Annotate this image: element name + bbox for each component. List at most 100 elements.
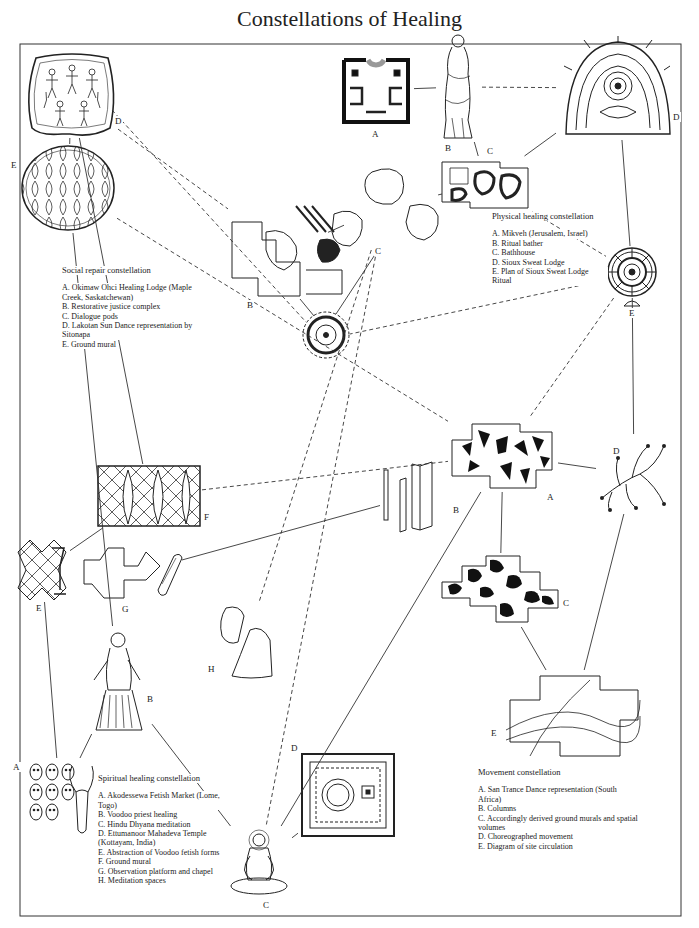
callout-letter: E <box>35 603 43 613</box>
connector-line <box>474 142 478 156</box>
list-item: G. Observation platform and chapel <box>98 867 213 876</box>
illustration-node: B <box>438 34 480 140</box>
callout-letter: B <box>146 694 154 704</box>
callout-letter: G <box>121 604 130 614</box>
observation-platform-plan <box>84 548 182 598</box>
callout-letter: A <box>546 492 555 502</box>
connector-line <box>632 298 633 434</box>
connector-line <box>70 528 103 551</box>
callout-letter: D <box>672 112 681 122</box>
callout-letter: B <box>452 505 460 515</box>
list-item: A. Okimaw Ohci Healing Lodge (Maple Cree… <box>62 283 204 302</box>
list-item: F. Ground mural <box>98 857 151 866</box>
illustration-node: G <box>82 545 180 603</box>
group-heading: Spiritual healing constellation <box>98 774 200 783</box>
callout-letter: E <box>628 308 636 318</box>
list-item: C. Hindu Dhyana meditation <box>98 820 190 829</box>
list-item: C. Bathhouse <box>492 248 535 257</box>
connector-line <box>501 492 502 553</box>
meditating-figure <box>231 830 287 894</box>
connector-line <box>482 87 556 88</box>
group-heading: Movement constellation <box>478 768 560 777</box>
columns <box>384 462 432 532</box>
list-item: B. Ritual bather <box>492 239 543 248</box>
dialogue-pods <box>332 169 438 246</box>
connector-line <box>292 833 298 838</box>
illustration-node: H <box>218 605 274 681</box>
illustration-node: B <box>230 205 342 297</box>
constellation-key: Spiritual healing constellation A. Akodes… <box>98 774 226 885</box>
fetish-abstraction <box>18 540 66 600</box>
list-item: B. Restorative justice complex <box>62 302 160 311</box>
callout-letter: C <box>486 146 494 156</box>
callout-letter: C <box>562 598 570 608</box>
connector-line <box>80 734 92 758</box>
list-item: C. Accordingly derived ground murals and… <box>478 814 638 833</box>
list-item: A. San Trance Dance representation (Sout… <box>478 785 638 804</box>
illustration-node: D <box>300 752 396 838</box>
list-item: E. Plan of Sioux Sweat Lodge Ritual <box>492 267 608 286</box>
callout-letter: C <box>262 900 270 910</box>
list-item: B. Columns <box>478 804 516 813</box>
illustration-node: C <box>440 158 532 210</box>
group-heading: Physical healing constellation <box>492 212 594 221</box>
connector-line <box>117 218 448 421</box>
callout-letter: D <box>290 743 299 753</box>
illustration-node: B <box>86 628 150 732</box>
connector-line <box>622 140 630 246</box>
callout-letter: B <box>246 300 254 310</box>
list-item: C. Dialogue pods <box>62 312 118 321</box>
trance-dance-plan <box>452 424 552 488</box>
callout-letter: E <box>490 728 498 738</box>
connector-line <box>259 250 372 603</box>
fetish-market-skulls <box>30 764 93 833</box>
bathhouse-plan <box>442 162 528 208</box>
connector-line <box>521 627 546 670</box>
illustration-node: A <box>340 55 412 125</box>
callout-letter: A <box>371 129 380 139</box>
illustration-node: E <box>22 146 115 231</box>
callout-letter: F <box>203 512 210 522</box>
choreography-figure <box>600 444 666 512</box>
list-item: A. Akodessewa Fetish Market (Lome, Togo) <box>98 791 226 810</box>
connector-line <box>584 514 624 670</box>
sun-dance-mural <box>29 54 114 135</box>
frame <box>20 44 681 916</box>
illustration-node: E <box>608 248 656 296</box>
connector-line <box>118 129 228 209</box>
oval-mural <box>22 146 114 230</box>
list-item: A. Mikveh (Jerusalem, Israel) <box>492 229 588 238</box>
callout-letter: D <box>114 116 123 126</box>
illustration-node: A <box>450 420 556 490</box>
callout-letter: C <box>374 246 382 256</box>
illustration-node: C <box>440 555 560 625</box>
list-item: D. Ettumanoor Mahadeva Temple (Kottayam,… <box>98 829 226 848</box>
illustration-node: E <box>16 540 68 600</box>
connector-line <box>69 138 70 144</box>
group-heading: Social repair constellation <box>62 266 151 275</box>
connector-line <box>328 225 344 232</box>
sweat-lodge-drawing <box>564 36 670 134</box>
illustration-node: C <box>228 828 290 898</box>
list-item: D. Sioux Sweat Lodge <box>492 258 564 267</box>
list-item: E. Ground mural <box>62 340 116 349</box>
connector-line <box>266 250 377 826</box>
connector-line <box>438 194 442 196</box>
illustration-node: A <box>22 760 98 838</box>
connector-line <box>182 506 380 560</box>
site-circulation <box>506 676 640 756</box>
list-item: D. Choreographed movement <box>478 832 573 841</box>
list-item: E. Diagram of site circulation <box>478 842 573 851</box>
illustration-node: F <box>98 466 200 526</box>
connector-line <box>350 280 606 334</box>
list-item: E. Abstraction of Voodoo fetish forms <box>98 848 219 857</box>
list-item: H. Meditation spaces <box>98 876 166 885</box>
connector-line <box>414 87 436 89</box>
constellation-key: Social repair constellation A. Okimaw Ohc… <box>62 266 204 349</box>
ground-mural <box>98 466 200 526</box>
callout-letter: B <box>444 143 452 153</box>
illustration-node: D <box>558 38 678 138</box>
bather-figure <box>444 35 472 138</box>
list-item: D. Lakotan Sun Dance representation by S… <box>62 321 204 340</box>
connector-line <box>529 298 614 418</box>
